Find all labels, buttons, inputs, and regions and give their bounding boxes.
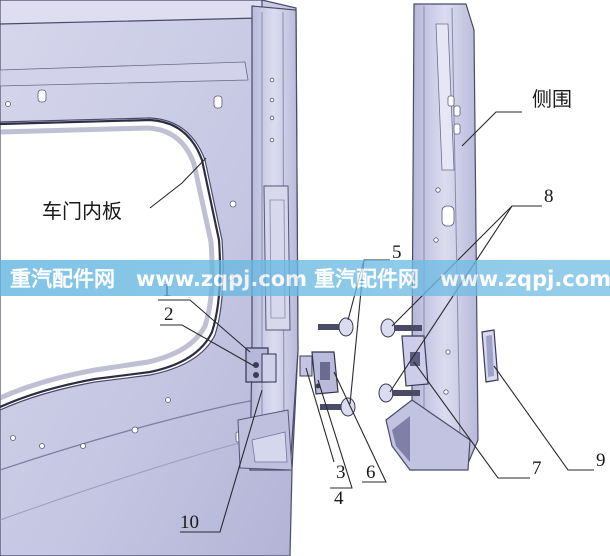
pillar-hole [269,137,275,143]
door-inner-rim [0,61,249,87]
hinge-bolt [253,362,259,368]
watermark-text-2: www.zqpj.com [136,267,307,291]
side-wall-bracket-slot [410,352,420,366]
pillar-hole [269,77,275,83]
watermark-band: 重汽配件网 www.zqpj.com 重汽配件网 www.zqpj.com [0,260,610,296]
leader-8b [389,205,513,393]
panel-hole [213,95,223,109]
door-panel-body [0,0,299,556]
window-frame-rim [0,118,222,409]
panel-hole [80,443,86,449]
callout-5: 5 [392,242,402,263]
leader-4 [317,379,353,489]
side-wall-hole [435,187,441,193]
watermark-text-4: www.zqpj.com [440,267,610,291]
watermark-text-1: 重汽配件网 [10,267,115,291]
callout-9: 9 [596,450,606,471]
callout-4: 4 [334,488,344,509]
leader-9 [493,365,594,471]
leader-side-wall [461,111,522,147]
side-wall-hole [433,237,439,243]
door-bottom-bracket-shade [251,431,288,463]
leader-7 [413,361,530,479]
pillar-hole [269,115,275,121]
callout-7: 7 [532,458,542,479]
panel-hole [37,89,47,103]
callout-2: 2 [164,304,174,325]
window-frame-inner [0,125,215,401]
leader-10 [180,389,263,533]
label-side-wall: 侧围 [532,87,572,111]
leader-2 [160,324,255,367]
door-lower-sweep-2 [0,439,251,521]
backing-plate-9 [481,329,499,383]
bolt-5-lower [320,397,356,417]
callout-6: 6 [366,462,376,483]
side-wall-slot [435,23,455,171]
leader-1 [158,299,251,353]
side-wall-hole [441,205,455,227]
leader-door-panel [149,157,207,209]
watermark-background [0,260,610,296]
watermark-text-3: 重汽配件网 [314,267,419,291]
side-wall-ridge [451,7,461,441]
side-wall-foot-shade [392,416,410,462]
panel-hole [229,200,237,208]
callout-10: 10 [180,512,199,533]
panel-hole [39,443,45,449]
bolt-8-upper [380,318,422,338]
bolt-5-upper [318,317,354,337]
leader-3 [305,367,335,463]
bolt-8-lower [378,383,420,403]
pillar-reinforcement [263,185,291,331]
hinge-plate-door-2 [261,353,277,383]
side-wall-hole [447,95,455,107]
callout-8: 8 [544,186,554,207]
label-door-inner-panel: 车门内板 [42,199,122,223]
callout-3: 3 [336,462,346,483]
pillar-hole [269,97,275,103]
door-lower-sweep [0,399,256,471]
side-wall-hole [453,123,461,135]
hinge-bolt [253,372,259,378]
side-wall-pillar [385,3,479,471]
hinge-body [299,351,339,395]
loose-parts [299,317,499,417]
panel-hole [10,435,16,441]
panel-hole [5,101,11,107]
panel-hole [165,397,171,403]
side-wall-hole [443,389,449,395]
panel-hole [131,426,139,434]
door-inner-panel [0,0,299,556]
leader-6 [333,371,387,483]
side-wall-hole [453,105,461,117]
side-wall-hole [445,349,451,355]
